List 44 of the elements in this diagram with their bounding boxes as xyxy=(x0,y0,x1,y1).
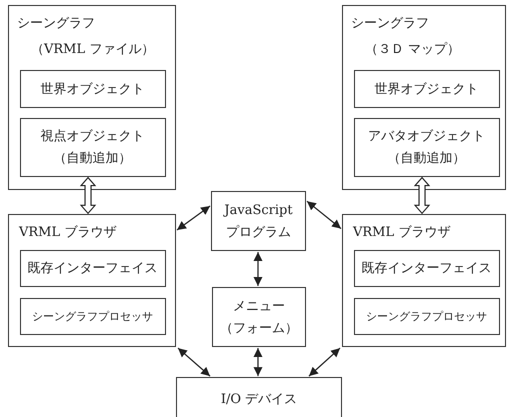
scene-graph-panel xyxy=(342,5,506,190)
component-box xyxy=(354,70,500,108)
double-arrow xyxy=(308,348,340,377)
box-label: 既存インターフェイス xyxy=(26,261,159,278)
box-label: メニュー xyxy=(232,298,286,316)
box-label: I/O デバイス xyxy=(220,392,298,408)
component-box xyxy=(354,298,500,335)
box-label: （自動追加） xyxy=(386,150,467,168)
device-box xyxy=(176,377,342,417)
component-box xyxy=(354,250,500,287)
browser-panel xyxy=(8,214,176,347)
box-label: （自動追加） xyxy=(52,150,133,168)
browser-panel xyxy=(342,214,506,347)
panel-title: シーングラフ xyxy=(17,16,95,32)
double-arrow xyxy=(176,206,210,230)
box-label: シーングラフプロセッサ xyxy=(31,309,154,326)
double-arrow xyxy=(253,348,262,376)
box-label: （フォーム） xyxy=(219,320,299,338)
hollow-double-arrow xyxy=(414,176,430,214)
double-arrow xyxy=(306,200,342,230)
scene-graph-panel xyxy=(8,5,176,190)
box-label: 世界オブジェクト xyxy=(40,82,146,98)
box-label: 世界オブジェクト xyxy=(374,82,480,98)
box-label: 視点オブジェクト xyxy=(40,128,146,146)
box-label: プログラム xyxy=(225,224,292,242)
component-box xyxy=(20,70,166,108)
component-box xyxy=(20,298,166,335)
component-box xyxy=(354,118,500,177)
panel-title: シーングラフ xyxy=(351,16,429,32)
box-label: （VRML ファイル） xyxy=(31,42,154,58)
double-arrow xyxy=(253,252,262,286)
double-arrow xyxy=(178,348,210,377)
panel-title: VRML ブラウザ xyxy=(19,225,116,241)
box-label: アバタオブジェクト xyxy=(367,128,486,146)
component-box xyxy=(20,118,166,177)
component-box xyxy=(211,191,306,251)
panel-title: VRML ブラウザ xyxy=(353,225,450,241)
hollow-double-arrow xyxy=(80,176,96,214)
box-label: （３Ｄ マップ） xyxy=(365,42,460,58)
box-label: JavaScript xyxy=(222,202,294,220)
component-box xyxy=(20,250,166,287)
component-box xyxy=(212,287,306,347)
box-label: 既存インターフェイス xyxy=(360,261,493,278)
box-label: シーングラフプロセッサ xyxy=(365,309,488,326)
